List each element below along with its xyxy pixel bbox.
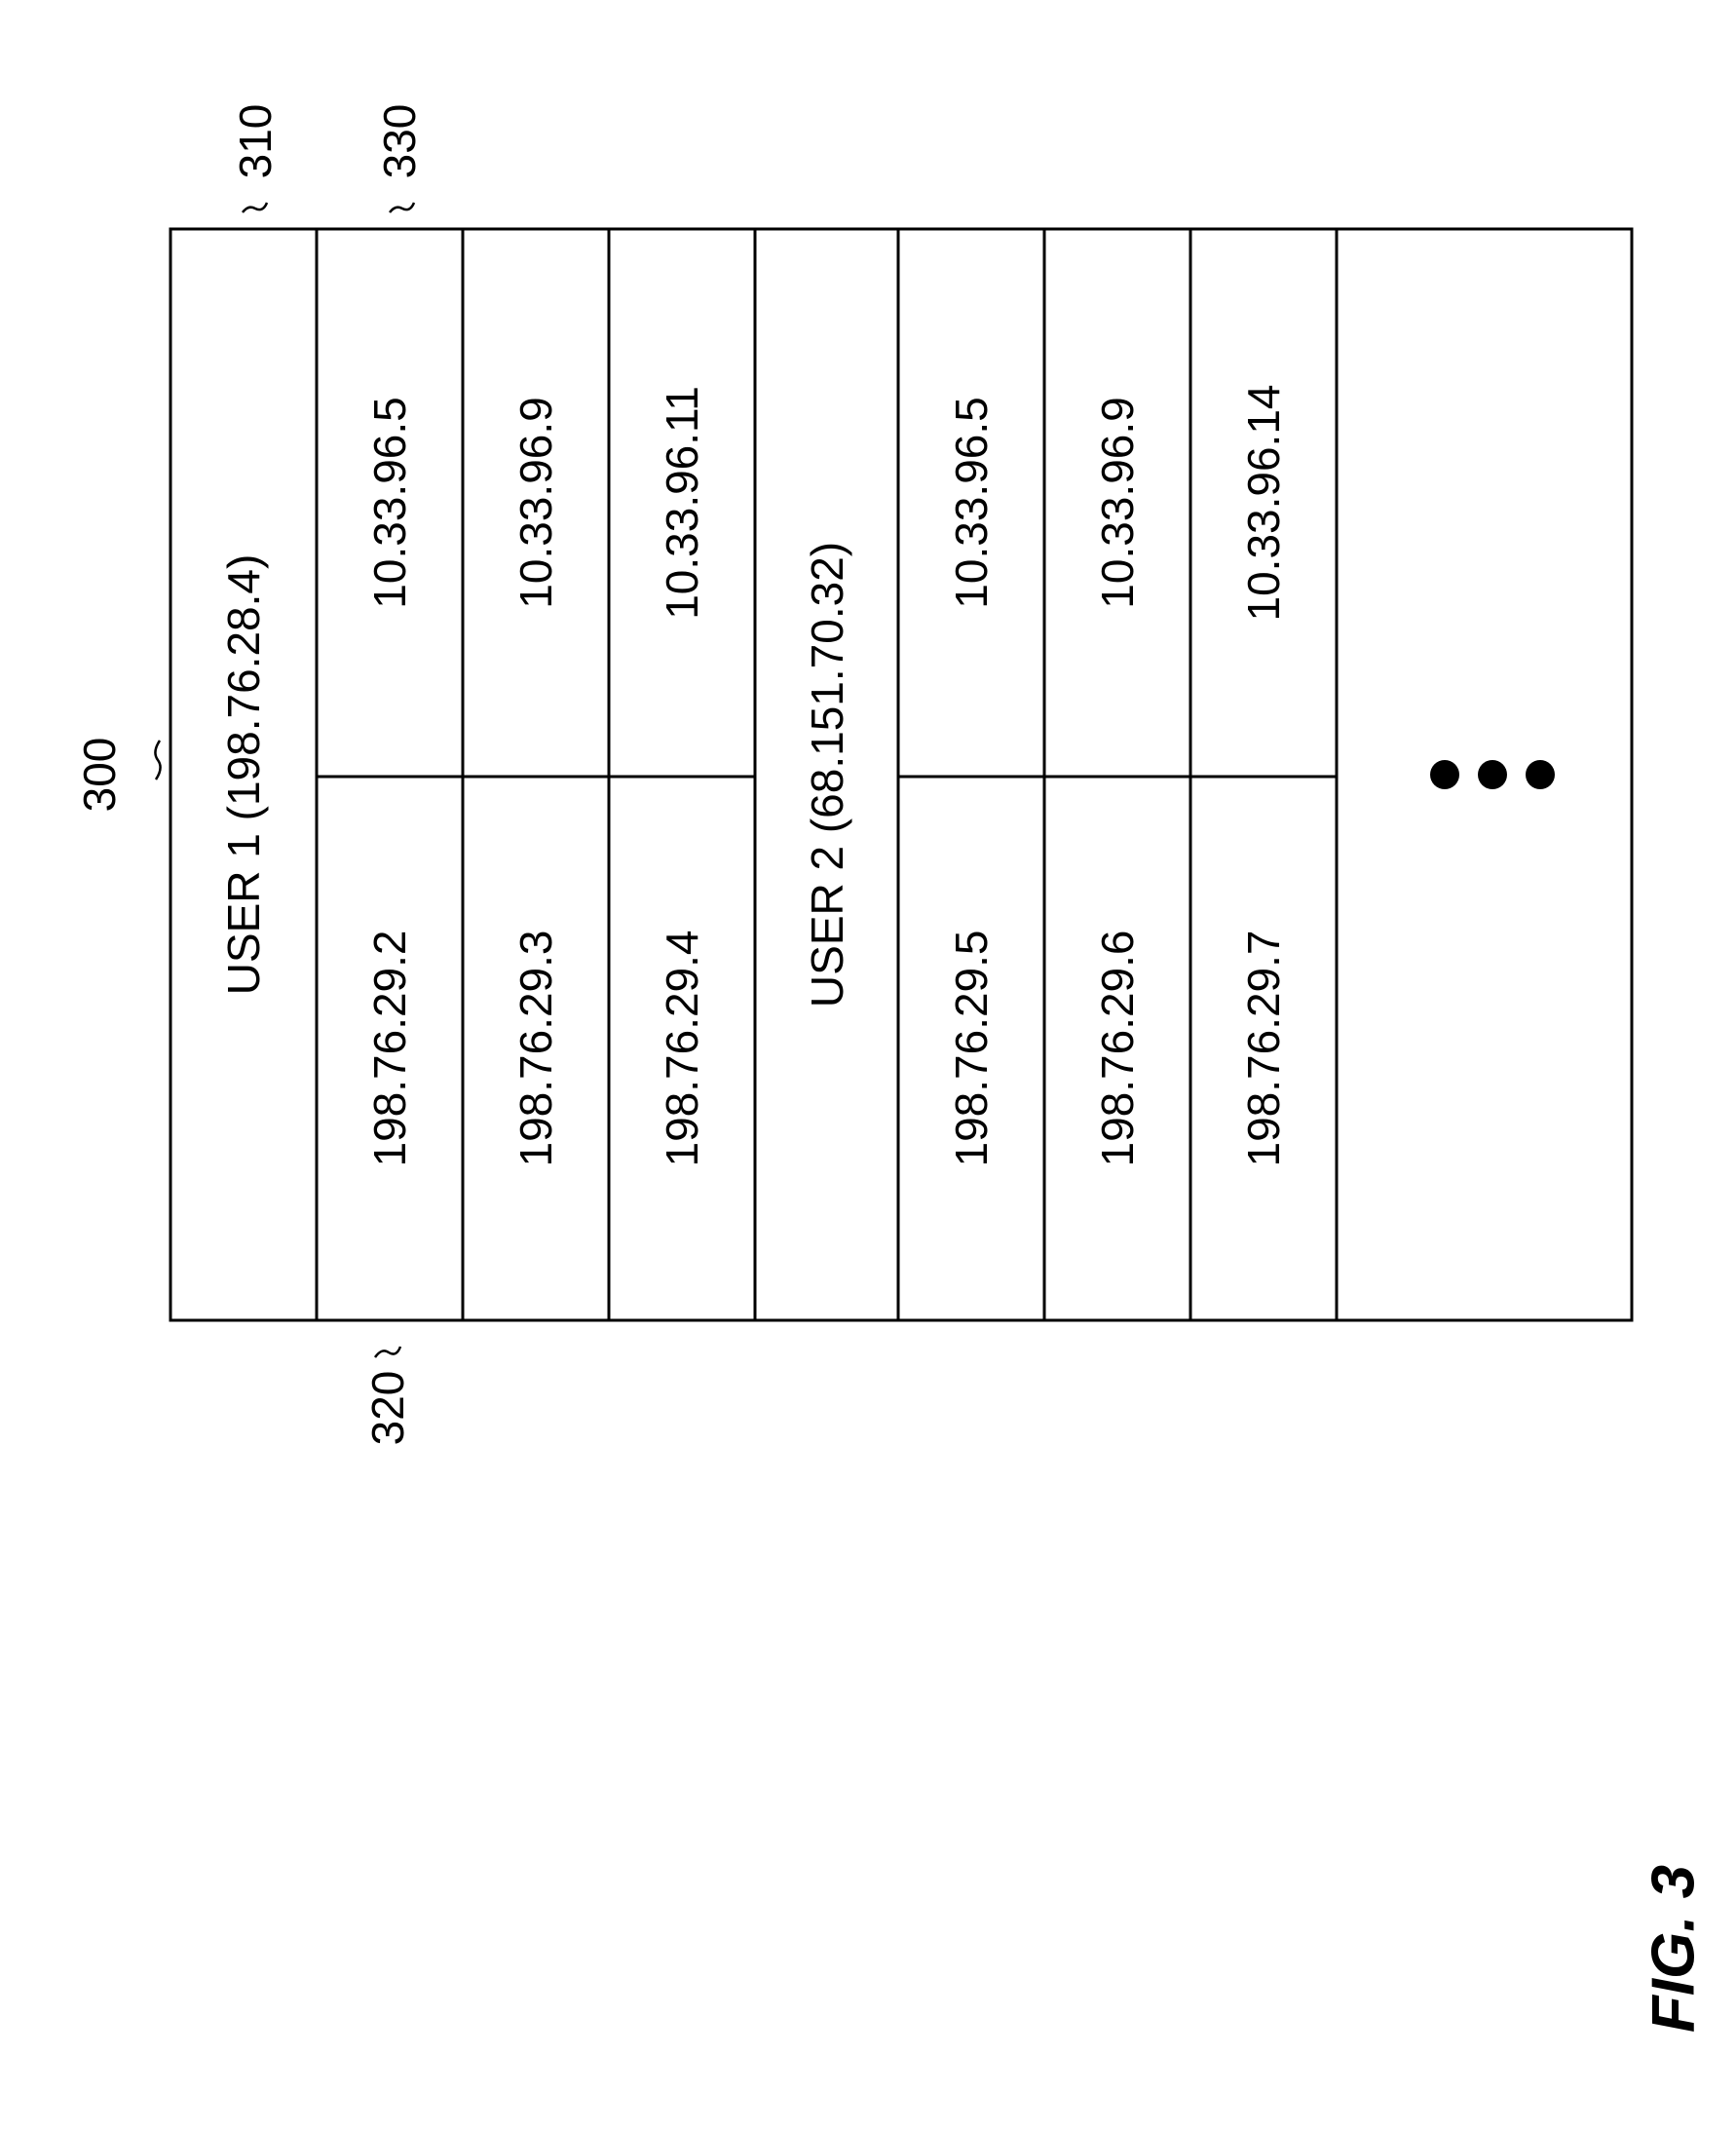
private-address-cell: 10.33.96.14 [1238, 384, 1289, 621]
private-address-cell: 10.33.96.11 [657, 386, 707, 620]
public-address-cell: 198.76.29.7 [1238, 930, 1289, 1166]
leader-line [375, 1347, 400, 1357]
public-address-cell: 198.76.29.2 [364, 930, 415, 1166]
leader-line [243, 203, 267, 212]
leader-line [390, 203, 414, 212]
user-header: USER 2 (68.151.70.32) [802, 542, 852, 1008]
user-header: USER 1 (198.76.28.4) [218, 554, 269, 996]
private-address-cell: 10.33.96.5 [364, 397, 415, 608]
public-address-cell: 198.76.29.6 [1092, 930, 1143, 1166]
public-address-cell: 198.76.29.4 [657, 930, 707, 1166]
ellipsis-icon [1430, 760, 1555, 789]
leader-line [155, 741, 160, 780]
private-address-cell: 10.33.96.9 [510, 397, 561, 608]
private-address-cell: 10.33.96.9 [1092, 397, 1143, 608]
private-address-cell: 10.33.96.5 [946, 397, 997, 608]
reference-numeral-330: 330 [374, 104, 425, 179]
reference-numeral-300: 300 [74, 738, 125, 813]
public-address-cell: 198.76.29.5 [946, 930, 997, 1166]
reference-numeral-320: 320 [362, 1371, 413, 1446]
reference-numeral-310: 310 [230, 104, 281, 179]
figure-label: FIG. 3 [1641, 1865, 1708, 2033]
public-address-cell: 198.76.29.3 [510, 930, 561, 1166]
